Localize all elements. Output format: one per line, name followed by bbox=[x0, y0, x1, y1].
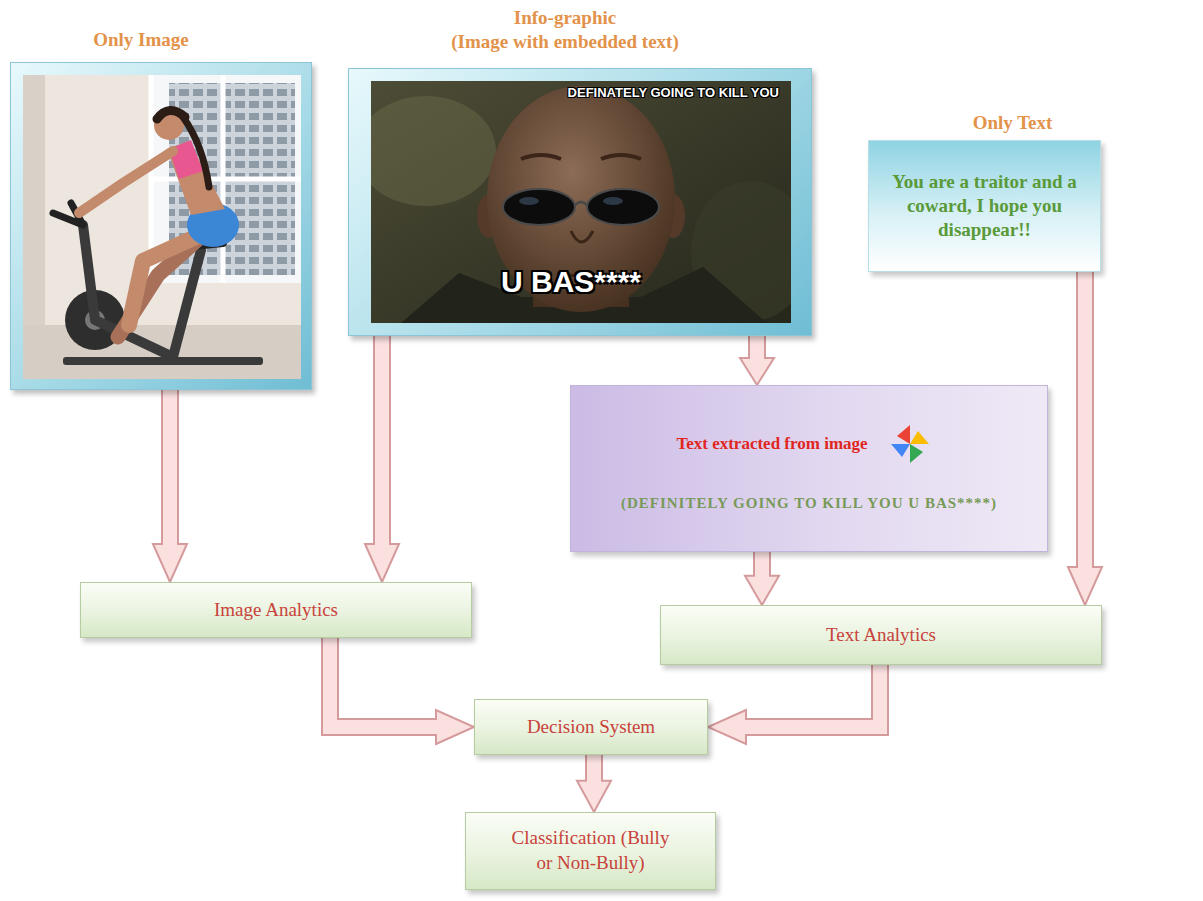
panel-heading: (Image with embedded text) bbox=[334, 30, 796, 55]
box-label: Text Analytics bbox=[826, 623, 936, 648]
process-box: Text Analytics bbox=[660, 605, 1102, 665]
arrow-shaft-fill bbox=[163, 390, 177, 547]
arrow-shaft-fill bbox=[587, 755, 601, 784]
flow-arrow bbox=[708, 665, 880, 744]
box-label: You are a traitor and a coward, I hope y… bbox=[882, 170, 1087, 241]
panel-heading: Only Text bbox=[897, 111, 1128, 136]
process-box: Image Analytics bbox=[80, 582, 472, 638]
infographic-panel: Info-graphic(Image with embedded text)DE… bbox=[348, 68, 812, 336]
arrow-shaft-fill bbox=[375, 336, 389, 547]
meme-caption: U BAS**** bbox=[371, 265, 771, 299]
arrow-shaft bbox=[330, 638, 436, 727]
flow-arrow bbox=[577, 755, 611, 812]
arrow-head bbox=[740, 358, 774, 385]
flow-arrow bbox=[745, 552, 779, 605]
flow-arrow bbox=[1068, 272, 1102, 605]
box-label: (DEFINITELY GOING TO KILL YOU U BAS****) bbox=[621, 492, 997, 515]
arrow-shaft-fill bbox=[743, 665, 880, 727]
image-panel: Only Image bbox=[10, 62, 312, 390]
arrow-shaft-fill bbox=[755, 552, 769, 579]
output-box: Classification (Bully or Non-Bully) bbox=[465, 812, 716, 890]
box-title: Text extracted from image bbox=[676, 434, 867, 454]
arrow-head bbox=[365, 544, 399, 582]
flow-arrow bbox=[153, 390, 187, 582]
heading-group: Info-graphic(Image with embedded text) bbox=[334, 6, 796, 55]
text-panel: Only TextYou are a traitor and a coward,… bbox=[868, 140, 1101, 272]
arrow-head bbox=[436, 710, 474, 744]
arrow-head bbox=[745, 576, 779, 605]
box-label: Classification (Bully or Non-Bully) bbox=[509, 826, 673, 875]
heading-group: Only Text bbox=[897, 111, 1128, 136]
title-row: Text extracted from image bbox=[676, 422, 941, 466]
extracted-text-box: Text extracted from image (DEFINITELY GO… bbox=[570, 385, 1048, 552]
box-label: Image Analytics bbox=[214, 598, 338, 623]
arrow-head bbox=[577, 781, 611, 812]
arrow-shaft bbox=[746, 665, 880, 727]
panel-heading: Info-graphic bbox=[334, 6, 796, 31]
photo-illustration bbox=[23, 75, 301, 379]
arrow-shaft-fill bbox=[750, 336, 764, 361]
arrow-shaft-fill bbox=[330, 638, 439, 727]
meme-caption: DEFINATELY GOING TO KILL YOU bbox=[568, 85, 779, 100]
flow-arrow bbox=[330, 638, 474, 744]
decision-box: Decision System bbox=[474, 699, 708, 755]
arrow-head bbox=[153, 544, 187, 582]
photos-icon bbox=[878, 422, 942, 466]
box-label: Decision System bbox=[527, 715, 655, 740]
arrow-shaft-fill bbox=[1078, 272, 1092, 570]
panel-heading: Only Image bbox=[0, 28, 291, 53]
arrow-head bbox=[708, 710, 746, 744]
flow-arrow bbox=[740, 336, 774, 385]
flow-arrow bbox=[365, 336, 399, 582]
heading-group: Only Image bbox=[0, 28, 291, 53]
arrow-head bbox=[1068, 567, 1102, 605]
